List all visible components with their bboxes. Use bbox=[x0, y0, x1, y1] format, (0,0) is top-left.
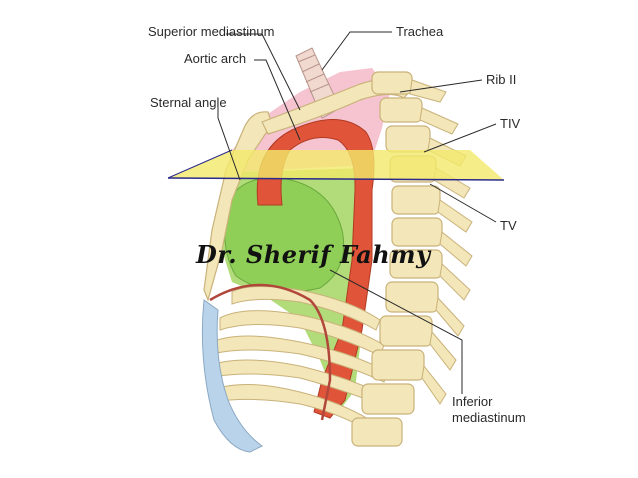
inferior-mediastinum-label-line2: mediastinum bbox=[452, 410, 526, 425]
tv-label: TV bbox=[500, 218, 517, 233]
spinous-processes bbox=[409, 79, 473, 405]
inferior-mediastinum-label-line1: Inferior bbox=[452, 394, 493, 409]
costal-cartilage bbox=[201, 299, 263, 453]
sternum bbox=[203, 111, 273, 302]
rib-ii-label: Rib II bbox=[486, 72, 517, 87]
sternal-angle-label: Sternal angle bbox=[150, 95, 227, 110]
trachea-label: Trachea bbox=[396, 24, 444, 39]
watermark: Dr. Sherif Fahmy bbox=[196, 240, 431, 269]
plane-edge-left bbox=[167, 149, 233, 179]
sternal-angle-plane bbox=[168, 150, 504, 180]
aorta bbox=[256, 119, 375, 419]
plane-edge bbox=[167, 177, 505, 181]
superior-mediastinum-label: Superior mediastinum bbox=[148, 24, 275, 39]
vertebral-column bbox=[351, 71, 443, 447]
tiv-label: TIV bbox=[500, 116, 521, 131]
leader-lines bbox=[217, 31, 497, 394]
diaphragm-outline bbox=[209, 283, 332, 421]
aortic-arch-label: Aortic arch bbox=[184, 51, 247, 66]
